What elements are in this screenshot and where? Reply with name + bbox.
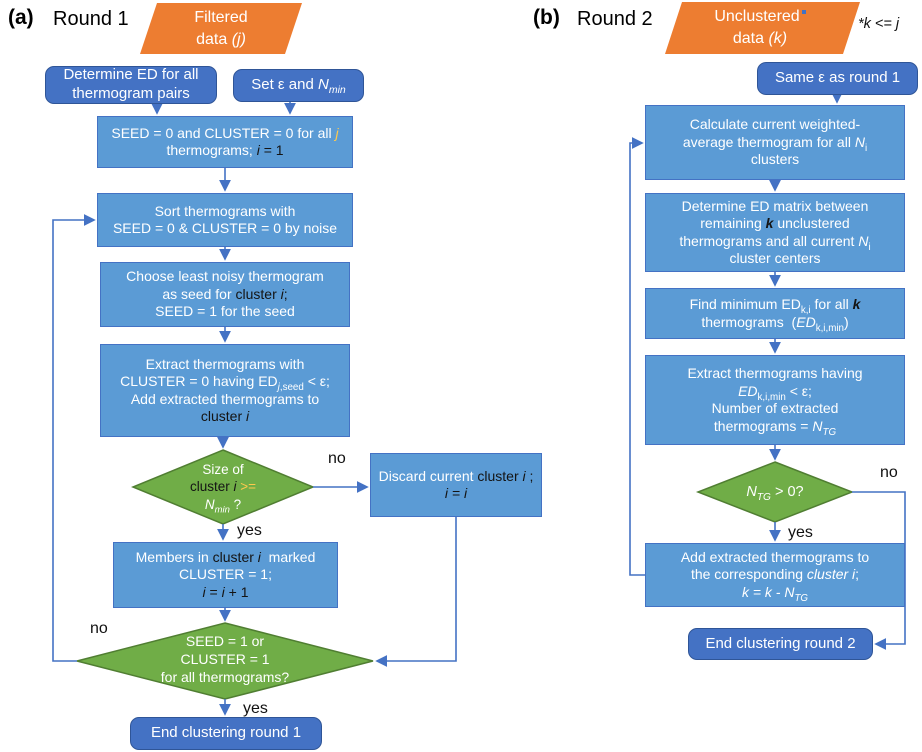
done-decision-text: SEED = 1 or CLUSTER = 1 for all thermogr… — [160, 633, 290, 685]
determine-ed-box: Determine ED for all thermogram pairs — [45, 66, 217, 104]
add-extracted-box: Add extracted thermograms to the corresp… — [645, 543, 905, 607]
ntg-decision-text: NTG > 0? — [746, 483, 804, 503]
size-decision-text: Size of cluster i >= Nmin ? — [189, 462, 257, 516]
find-minimum-ed-box: Find minimum EDk,i for all k thermograms… — [645, 288, 905, 339]
done-no-label: no — [90, 620, 108, 637]
connector-add-loop-to-calc — [629, 137, 645, 576]
members-marked-box: Members in cluster i marked CLUSTER = 1;… — [113, 542, 338, 608]
ed-matrix-box: Determine ED matrix between remaining k … — [645, 193, 905, 272]
discard-cluster-box: Discard current cluster i ; i = i — [370, 453, 542, 517]
size-no-label: no — [328, 450, 346, 467]
ntg-no-label: no — [880, 464, 898, 481]
choose-seed-box: Choose least noisy thermogram as seed fo… — [100, 262, 350, 327]
unclustered-data-input: Unclustered data (k) — [670, 6, 850, 50]
calc-weighted-average-box: Calculate current weighted- average ther… — [645, 105, 905, 180]
end-round1-box: End clustering round 1 — [130, 717, 322, 750]
stray-dot — [801, 10, 806, 15]
round-1-title: Round 1 — [53, 8, 129, 30]
filtered-data-input: Filtered data (j) — [194, 9, 248, 48]
round-2-title: Round 2 — [577, 8, 653, 30]
ntg-yes-label: yes — [788, 524, 813, 541]
size-yes-label: yes — [237, 522, 262, 539]
extract-thermograms-box-round2: Extract thermograms having EDk,i,min < ε… — [645, 355, 905, 445]
panel-a-label: (a) — [8, 6, 34, 29]
connector-discard-to-done-diamond — [375, 517, 457, 667]
init-seed-cluster-box: SEED = 0 and CLUSTER = 0 for all j therm… — [97, 116, 353, 168]
end-round2-box: End clustering round 2 — [688, 628, 873, 660]
connector-ntg-no-to-end2 — [852, 491, 906, 650]
connector-done-no-loop-to-sort — [52, 214, 96, 662]
done-yes-label: yes — [243, 700, 268, 717]
sort-thermograms-box: Sort thermograms with SEED = 0 & CLUSTER… — [97, 193, 353, 247]
same-epsilon-box: Same ε as round 1 — [757, 62, 918, 95]
extract-thermograms-box-round1: Extract thermograms with CLUSTER = 0 hav… — [100, 344, 350, 437]
panel-b-label: (b) — [533, 6, 560, 29]
input-parallelogram-round2 — [665, 2, 860, 54]
k-le-j-note: *k <= j — [858, 16, 900, 32]
set-epsilon-nmin-box: Set ε and Nmin — [233, 69, 364, 102]
input-parallelogram-round1 — [140, 3, 302, 54]
